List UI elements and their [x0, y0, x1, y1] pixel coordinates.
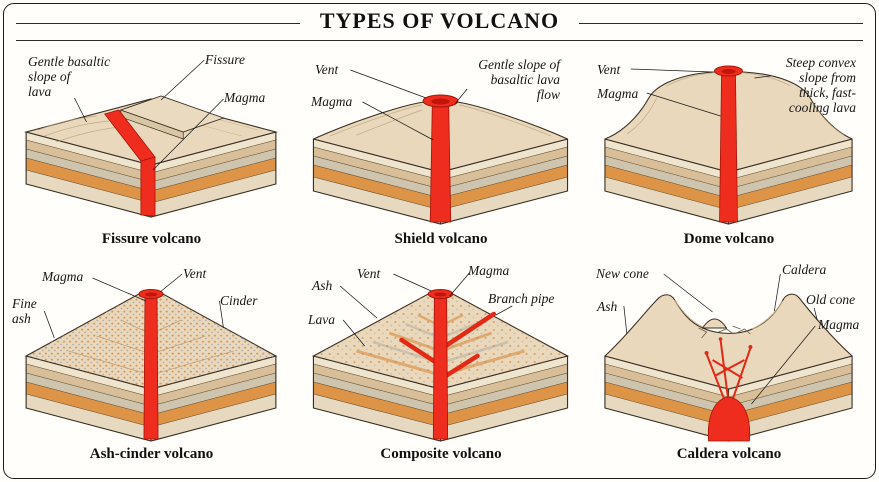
- label-steep-convex-slope: Steep convex slope from thick, fast- coo…: [785, 55, 856, 116]
- label-lava: Lava: [308, 312, 335, 327]
- panel-dome-volcano: Vent Magma Steep convex slope from thick…: [587, 44, 871, 256]
- fissure-volcano-illustration: [23, 59, 279, 218]
- page-border: [3, 3, 876, 479]
- page-title: TYPES OF VOLCANO: [319, 8, 560, 33]
- dome-volcano-illustration: [604, 65, 853, 225]
- label-new-cone: New cone: [596, 266, 649, 281]
- label-old-cone: Old cone: [806, 292, 856, 307]
- caption-shield-volcano: Shield volcano: [394, 231, 488, 247]
- label-fissure: Fissure: [205, 52, 245, 67]
- panel-ash-cinder-volcano: Magma Vent Fine ash Cinder Ash-cinder vo…: [8, 256, 295, 476]
- label-caldera: Caldera: [782, 262, 827, 277]
- label-vent: Vent: [597, 62, 621, 77]
- label-magma: Magma: [468, 263, 510, 278]
- label-magma: Magma: [224, 90, 266, 105]
- composite-volcano-illustration: [311, 271, 570, 442]
- label-gentle-basaltic-slope: Gentle basaltic slope of lava: [28, 54, 111, 100]
- label-cinder: Cinder: [220, 293, 258, 308]
- label-ash: Ash: [312, 278, 333, 293]
- label-branch-pipe: Branch pipe: [488, 291, 555, 306]
- label-vent: Vent: [357, 266, 381, 281]
- label-ash: Ash: [597, 299, 618, 314]
- label-vent: Vent: [183, 266, 207, 281]
- caldera-volcano-illustration: [604, 273, 853, 442]
- panel-shield-volcano: Vent Magma Gentle slope of basaltic lava…: [295, 44, 587, 256]
- label-magma: Magma: [42, 269, 84, 284]
- panel-caldera-volcano: New cone Caldera Ash Old cone Magma Cald…: [587, 256, 871, 476]
- label-fine-ash: Fine ash: [12, 296, 37, 327]
- header-divider-rule: [16, 40, 863, 41]
- panel-composite-volcano: Ash Vent Magma Branch pipe Lava Composit…: [295, 256, 587, 476]
- caption-ash-cinder-volcano: Ash-cinder volcano: [89, 446, 214, 462]
- label-magma: Magma: [597, 86, 639, 101]
- caption-fissure-volcano: Fissure volcano: [101, 231, 202, 247]
- caption-composite-volcano: Composite volcano: [380, 446, 502, 462]
- title-rule-right: [579, 23, 863, 24]
- label-magma: Magma: [311, 94, 353, 109]
- caption-caldera-volcano: Caldera volcano: [676, 446, 782, 462]
- caption-dome-volcano: Dome volcano: [683, 231, 775, 247]
- ash-cinder-volcano-illustration: [24, 273, 278, 442]
- panel-fissure-volcano: Gentle basaltic slope of lava Fissure Ma…: [8, 44, 295, 256]
- title-rule-left: [16, 23, 300, 24]
- label-gentle-slope: Gentle slope of basaltic lava flow: [478, 57, 560, 103]
- label-magma: Magma: [818, 317, 860, 332]
- label-vent: Vent: [315, 62, 339, 77]
- shield-volcano-illustration: [312, 69, 569, 225]
